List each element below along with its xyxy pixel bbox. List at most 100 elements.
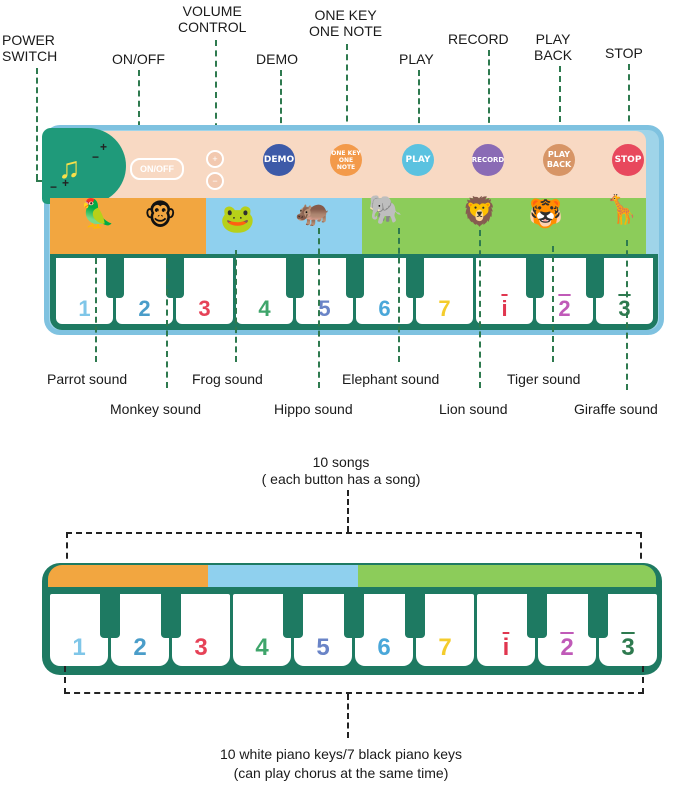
leader-frog bbox=[235, 250, 237, 362]
top-black-key-2[interactable] bbox=[166, 254, 184, 298]
leader-hippo bbox=[318, 228, 320, 388]
bottom-black-key-5[interactable] bbox=[405, 590, 425, 638]
keys-bracket bbox=[64, 666, 644, 694]
scene-grass bbox=[362, 198, 646, 254]
leader-monkey bbox=[166, 258, 168, 388]
leader-giraffe bbox=[626, 240, 628, 390]
top-white-key-1[interactable]: 1 bbox=[56, 258, 113, 324]
label-one-key-one-note-text: ONE KEY ONE NOTE bbox=[309, 7, 383, 39]
songs-leader bbox=[347, 490, 349, 532]
top-black-key-4[interactable] bbox=[346, 254, 364, 298]
frog-icon: 🐸 bbox=[220, 203, 255, 234]
bottom-key-number-7: 7 bbox=[438, 634, 452, 661]
bottom-white-key-7[interactable]: 7 bbox=[416, 594, 474, 666]
top-white-key-9[interactable]: 2 bbox=[536, 258, 593, 324]
demo-button[interactable]: DEMO bbox=[263, 144, 295, 176]
bottom-key-number-6: 6 bbox=[377, 634, 391, 661]
top-black-key-5[interactable] bbox=[406, 254, 424, 298]
bottom-key-number-8: i bbox=[502, 634, 510, 661]
bottom-white-key-6[interactable]: 6 bbox=[355, 594, 413, 666]
label-volume-control-text: VOLUME CONTROL bbox=[178, 3, 247, 35]
top-white-key-3[interactable]: 3 bbox=[176, 258, 233, 324]
label-on-off: ON/OFF bbox=[112, 51, 165, 67]
music-note-icon: ♫ bbox=[58, 152, 81, 185]
top-key-number-2: 2 bbox=[138, 296, 151, 321]
play-button-label: PLAY bbox=[405, 155, 431, 165]
leader-stop bbox=[628, 64, 630, 142]
stop-button[interactable]: STOP bbox=[612, 144, 644, 176]
label-parrot-sound: Parrot sound bbox=[47, 371, 128, 387]
top-white-key-10[interactable]: 3 bbox=[596, 258, 653, 324]
label-monkey-sound: Monkey sound bbox=[110, 401, 202, 417]
bottom-black-key-2[interactable] bbox=[161, 590, 181, 638]
leader-one-key bbox=[346, 44, 348, 142]
label-power-switch-text: POWER SWITCH bbox=[2, 32, 58, 64]
bottom-black-key-4[interactable] bbox=[344, 590, 364, 638]
leader-lion bbox=[479, 230, 481, 388]
giraffe-icon: 🦒 bbox=[604, 194, 639, 225]
bottom-white-key-5[interactable]: 5 bbox=[294, 594, 352, 666]
leader-play bbox=[418, 70, 420, 142]
top-white-key-2[interactable]: 2 bbox=[116, 258, 173, 324]
keys-leader bbox=[347, 694, 349, 738]
plus-icon: + bbox=[100, 140, 108, 154]
label-stop: STOP bbox=[605, 45, 643, 61]
label-one-key-one-note: ONE KEY ONE NOTE bbox=[309, 7, 382, 39]
leader-demo bbox=[280, 70, 282, 142]
bottom-key-number-5: 5 bbox=[316, 634, 330, 661]
stop-button-label: STOP bbox=[614, 155, 642, 165]
hippo-icon: 🦛 bbox=[295, 196, 330, 227]
bottom-black-key-7[interactable] bbox=[588, 590, 608, 638]
lion-icon: 🦁 bbox=[462, 196, 497, 227]
bottom-black-key-6[interactable] bbox=[527, 590, 547, 638]
bottom-white-key-10[interactable]: 3 bbox=[599, 594, 657, 666]
record-button-label: RECORD bbox=[471, 156, 505, 164]
bottom-white-key-3[interactable]: 3 bbox=[172, 594, 230, 666]
top-black-key-1[interactable] bbox=[106, 254, 124, 298]
bottom-black-key-3[interactable] bbox=[283, 590, 303, 638]
top-white-key-5[interactable]: 5 bbox=[296, 258, 353, 324]
top-key-number-5: 5 bbox=[318, 296, 331, 321]
bottom-key-number-10: 3 bbox=[621, 634, 635, 661]
top-black-key-6[interactable] bbox=[526, 254, 544, 298]
bottom-key-number-1: 1 bbox=[72, 634, 86, 661]
bottom-white-key-4[interactable]: 4 bbox=[233, 594, 291, 666]
label-frog-sound: Frog sound bbox=[192, 371, 263, 387]
on-off-button[interactable]: ON/OFF bbox=[130, 158, 184, 180]
keys-caption: 10 white piano keys/7 black piano keys (… bbox=[0, 745, 682, 783]
label-hippo-sound: Hippo sound bbox=[274, 401, 353, 417]
bottom-white-key-1[interactable]: 1 bbox=[50, 594, 108, 666]
bottom-key-number-3: 3 bbox=[194, 634, 208, 661]
one-key-button[interactable]: ONE KEY ONE NOTE bbox=[330, 144, 362, 176]
label-giraffe-sound: Giraffe sound bbox=[574, 401, 658, 417]
strip-orange bbox=[48, 565, 208, 587]
label-play-back-text: PLAY BACK bbox=[534, 31, 573, 63]
bottom-white-key-9[interactable]: 2 bbox=[538, 594, 596, 666]
top-key-number-9: 2 bbox=[558, 296, 571, 321]
top-white-key-6[interactable]: 6 bbox=[356, 258, 413, 324]
volume-down-button[interactable]: − bbox=[206, 172, 224, 190]
top-key-number-3: 3 bbox=[198, 296, 211, 321]
volume-up-button[interactable]: + bbox=[206, 150, 224, 168]
strip-grass bbox=[358, 565, 656, 587]
bottom-key-number-4: 4 bbox=[255, 634, 269, 661]
leader-power-switch bbox=[36, 68, 38, 180]
bottom-black-key-1[interactable] bbox=[100, 590, 120, 638]
play-back-button[interactable]: PLAY BACK bbox=[543, 144, 575, 176]
top-white-key-8[interactable]: i bbox=[476, 258, 533, 324]
top-black-key-3[interactable] bbox=[286, 254, 304, 298]
label-demo: DEMO bbox=[256, 51, 298, 67]
top-black-key-7[interactable] bbox=[586, 254, 604, 298]
record-button[interactable]: RECORD bbox=[472, 144, 504, 176]
top-white-key-4[interactable]: 4 bbox=[236, 258, 293, 324]
top-key-number-8: i bbox=[501, 296, 508, 321]
minus-icon-2: − bbox=[50, 180, 58, 194]
minus-icon: − bbox=[92, 150, 100, 164]
label-record: RECORD bbox=[448, 31, 509, 47]
bottom-white-key-2[interactable]: 2 bbox=[111, 594, 169, 666]
play-button[interactable]: PLAY bbox=[402, 144, 434, 176]
top-white-key-7[interactable]: 7 bbox=[416, 258, 473, 324]
label-tiger-sound: Tiger sound bbox=[507, 371, 581, 387]
keys-caption-text: 10 white piano keys/7 black piano keys (… bbox=[219, 746, 463, 781]
bottom-white-key-8[interactable]: i bbox=[477, 594, 535, 666]
